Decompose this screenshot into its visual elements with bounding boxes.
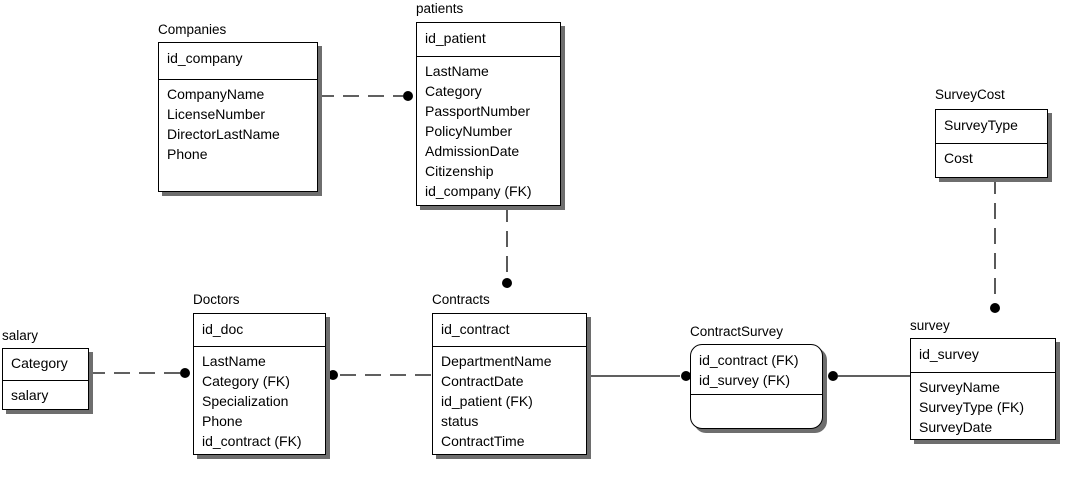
key-section: id_patient: [417, 23, 560, 57]
key-attribute: id_survey: [919, 346, 979, 362]
entity-box: id_survey SurveyName SurveyType (FK) Sur…: [910, 338, 1056, 440]
entity-box: id_contract DepartmentName ContractDate …: [432, 313, 587, 455]
attribute: AdmissionDate: [425, 143, 520, 159]
attribute: id_company (FK): [425, 183, 532, 199]
attribute: PassportNumber: [425, 103, 531, 119]
entity-title: ContractSurvey: [690, 324, 784, 339]
attribute: status: [441, 413, 479, 429]
key-section: id_contract: [433, 314, 586, 347]
key-section: id_company: [159, 43, 317, 80]
entity-box: id_contract (FK) id_survey (FK): [690, 344, 823, 429]
rel-patients-contracts-dot: [502, 278, 512, 288]
entity-title: patients: [416, 1, 464, 16]
attribute-section: salary: [3, 381, 88, 405]
entity-title: Doctors: [193, 292, 240, 307]
attribute: PolicyNumber: [425, 123, 513, 139]
rel-salary-doctors-dot: [180, 368, 190, 378]
attribute: LastName: [202, 353, 266, 369]
attribute: LicenseNumber: [167, 106, 266, 122]
rel-contracts-contractsurvey-dot: [681, 371, 691, 381]
rel-companies-patients-dot: [403, 91, 413, 101]
attribute: SurveyName: [919, 379, 1000, 395]
attribute: DirectorLastName: [167, 126, 280, 142]
entity-box: id_doc LastName Category (FK) Specializa…: [193, 313, 326, 455]
attribute: Citizenship: [425, 163, 494, 179]
attribute: SurveyType (FK): [919, 399, 1025, 415]
key-section: SurveyType: [936, 110, 1047, 144]
attribute: Specialization: [202, 393, 289, 409]
attribute: ContractDate: [441, 373, 524, 389]
attribute: Category (FK): [202, 373, 290, 389]
rel-surveycost-survey-dot: [990, 303, 1000, 313]
attribute: Category: [425, 83, 482, 99]
rel-survey-contractsurvey-dot: [828, 371, 838, 381]
attribute: CompanyName: [167, 86, 265, 102]
key-attribute: Category: [11, 355, 68, 371]
entity-box: id_patient LastName Category PassportNum…: [416, 22, 561, 206]
entity-box: id_company CompanyName LicenseNumber Dir…: [158, 42, 318, 192]
attribute: id_patient (FK): [441, 393, 533, 409]
attribute: DepartmentName: [441, 353, 552, 369]
entity-title: SurveyCost: [935, 87, 1005, 102]
key-attribute: id_company: [167, 50, 243, 66]
attribute: LastName: [425, 63, 489, 79]
attribute: Phone: [167, 146, 208, 162]
key-section: id_contract (FK) id_survey (FK): [691, 345, 822, 395]
attribute: id_contract (FK): [202, 433, 302, 449]
key-section: id_doc: [194, 314, 325, 347]
attribute: SurveyDate: [919, 419, 993, 435]
attribute: Cost: [944, 150, 973, 166]
entity-title: Companies: [158, 22, 227, 37]
attribute-section: SurveyName SurveyType (FK) SurveyDate: [911, 373, 1055, 437]
entity-title: salary: [2, 328, 39, 343]
key-section: id_survey: [911, 339, 1055, 373]
entity-title: Contracts: [432, 292, 490, 307]
attribute-section: DepartmentName ContractDate id_patient (…: [433, 347, 586, 451]
entity-box: Category salary: [2, 348, 89, 410]
key-attribute: id_doc: [202, 321, 244, 337]
key-attribute: id_survey (FK): [699, 372, 791, 388]
key-attribute: id_patient: [425, 30, 486, 46]
key-attribute: id_contract (FK): [699, 352, 799, 368]
attribute: Phone: [202, 413, 243, 429]
attribute-section: CompanyName LicenseNumber DirectorLastNa…: [159, 80, 317, 164]
rel-contracts-doctors-dot: [328, 370, 338, 380]
key-attribute: id_contract: [441, 321, 510, 337]
attribute: salary: [11, 387, 49, 403]
key-section: Category: [3, 349, 88, 381]
attribute: ContractTime: [441, 433, 525, 449]
attribute-section: LastName Category PassportNumber PolicyN…: [417, 57, 560, 201]
attribute-section: LastName Category (FK) Specialization Ph…: [194, 347, 325, 451]
attribute-section: Cost: [936, 144, 1047, 168]
entity-box: SurveyType Cost: [935, 109, 1048, 178]
entity-title: survey: [910, 318, 950, 333]
key-attribute: SurveyType: [944, 117, 1018, 133]
